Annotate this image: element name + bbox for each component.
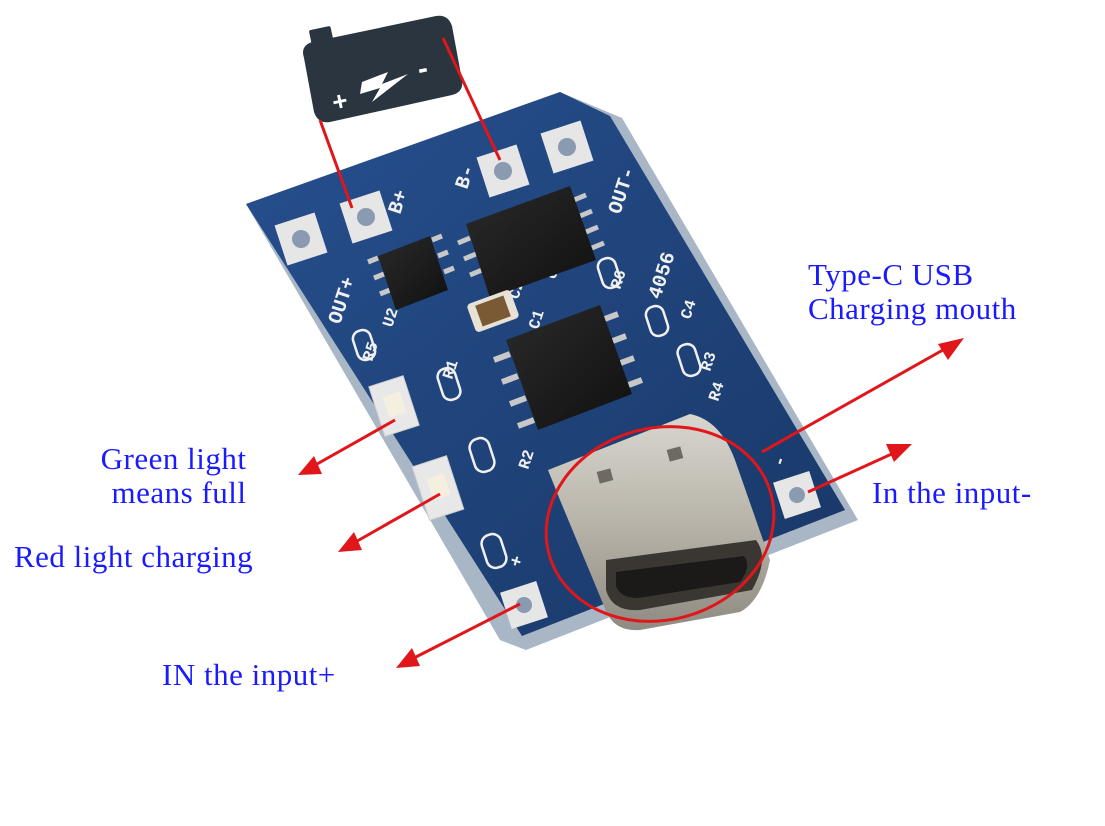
usb-charging-label: Type-C USB Charging mouth bbox=[808, 257, 1017, 326]
pad-in-plus bbox=[500, 581, 548, 629]
pointer-lines bbox=[309, 37, 951, 662]
silk-r2: R2 bbox=[516, 448, 539, 472]
input-minus-label: In the input- bbox=[872, 475, 1032, 510]
pad-in-minus bbox=[773, 471, 821, 519]
input-plus-label: IN the input+ bbox=[162, 657, 336, 692]
led-green bbox=[368, 375, 420, 437]
green-light-label: Green light means full bbox=[100, 441, 247, 510]
arrow-usb bbox=[938, 338, 964, 360]
lightning-icon bbox=[360, 72, 408, 102]
battery-plus-sign: + bbox=[329, 85, 350, 118]
chip-tp4056 bbox=[492, 305, 644, 430]
arrow-green-light bbox=[298, 456, 322, 475]
silk-c1: C1 bbox=[526, 308, 549, 332]
usb-highlight-circle bbox=[544, 425, 776, 623]
pad-b-plus bbox=[339, 190, 393, 244]
pad-out-minus bbox=[540, 120, 594, 174]
battery-icon: + - bbox=[303, 15, 463, 123]
silk-r5: R5 bbox=[360, 340, 383, 364]
silk-c4: C4 bbox=[678, 297, 701, 321]
arrow-in-minus bbox=[886, 444, 912, 462]
red-light-label: Red light charging bbox=[14, 539, 254, 574]
silk-r3: R3 bbox=[698, 350, 721, 374]
arrow-in-plus bbox=[396, 648, 420, 668]
usb-type-c-connector bbox=[548, 414, 770, 631]
capacitor bbox=[467, 290, 519, 332]
silk-u2: U2 bbox=[380, 306, 403, 330]
pad-b-minus bbox=[476, 144, 530, 198]
arrowheads bbox=[298, 338, 964, 668]
arrow-red-light bbox=[338, 532, 362, 552]
silk-r4: R4 bbox=[706, 379, 729, 403]
chip-u1-top bbox=[457, 186, 605, 298]
pad-w bbox=[274, 212, 328, 266]
chip-u2 bbox=[367, 233, 455, 310]
